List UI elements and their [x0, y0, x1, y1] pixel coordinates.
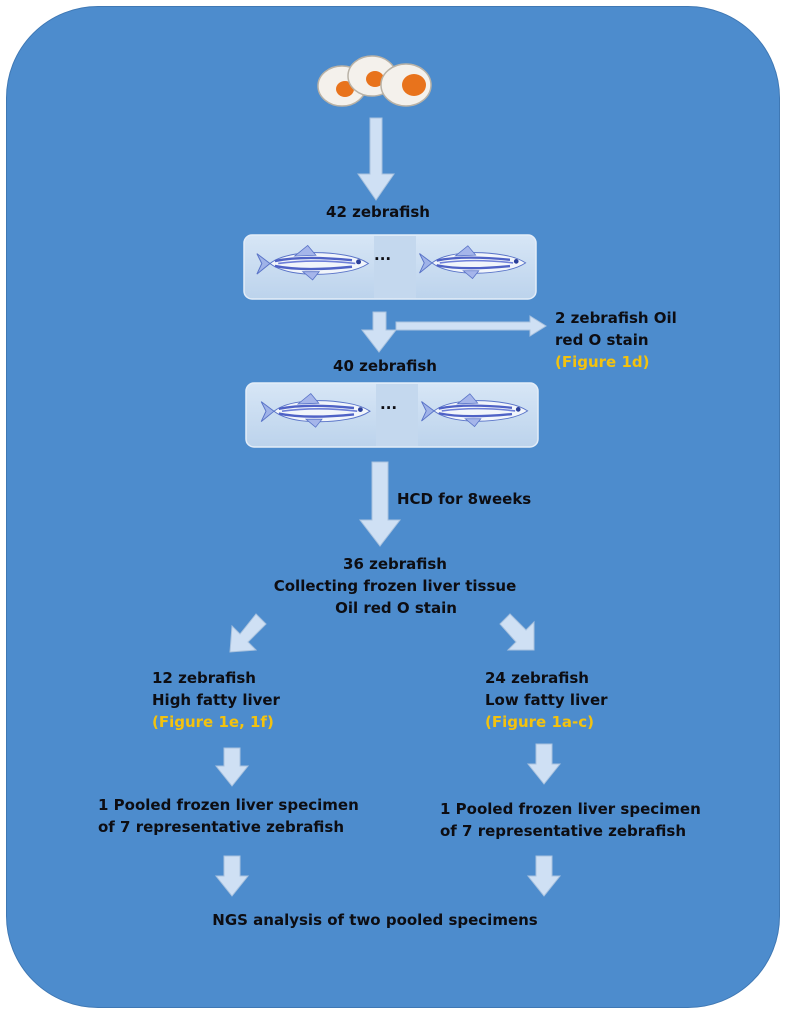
- side-branch-line1: 2 zebrafish Oil: [555, 309, 677, 327]
- arrow-down-1: [357, 117, 395, 201]
- arrow-right-side: [395, 315, 547, 337]
- fish-ellipsis-1: ...: [374, 246, 392, 264]
- left-pool-line1: 1 Pooled frozen liver specimen: [98, 796, 359, 814]
- arrow-diag-left: [229, 613, 267, 653]
- right-group-count: 24 zebrafish: [485, 669, 589, 687]
- arrow-down-right-1: [526, 743, 562, 785]
- arrow-down-left-2: [214, 855, 250, 897]
- step3-line3: Oil red O stain: [335, 599, 457, 617]
- right-group-figure-ref: (Figure 1a-c): [485, 713, 594, 731]
- treatment-label: HCD for 8weeks: [397, 490, 532, 508]
- final-label: NGS analysis of two pooled specimens: [212, 911, 538, 929]
- step3-line1: 36 zebrafish: [343, 555, 447, 573]
- arrow-down-right-2: [526, 855, 562, 897]
- fish-box-42: [243, 234, 537, 300]
- arrow-diag-right: [499, 613, 535, 651]
- left-group-figure-ref: (Figure 1e, 1f): [152, 713, 274, 731]
- right-pool-line1: 1 Pooled frozen liver specimen: [440, 800, 701, 818]
- step3-line2: Collecting frozen liver tissue: [273, 577, 517, 595]
- left-group-count: 12 zebrafish: [152, 669, 256, 687]
- step2-label: 40 zebrafish: [333, 357, 437, 375]
- side-branch-line2: red O stain: [555, 331, 649, 349]
- arrow-down-2: [360, 311, 398, 353]
- zebrafish-embryos-icon: [317, 55, 432, 107]
- right-group-desc: Low fatty liver: [485, 691, 608, 709]
- left-pool-line2: of 7 representative zebrafish: [98, 818, 345, 836]
- diagram-panel: [6, 6, 780, 1008]
- fish-box-40: [245, 382, 539, 448]
- fish-ellipsis-2: ...: [380, 395, 398, 413]
- arrow-down-3: [358, 461, 402, 547]
- arrow-down-left-1: [214, 747, 250, 787]
- side-branch-figure-ref: (Figure 1d): [555, 353, 650, 371]
- left-group-desc: High fatty liver: [152, 691, 280, 709]
- right-pool-line2: of 7 representative zebrafish: [440, 822, 687, 840]
- step1-label: 42 zebrafish: [326, 203, 430, 221]
